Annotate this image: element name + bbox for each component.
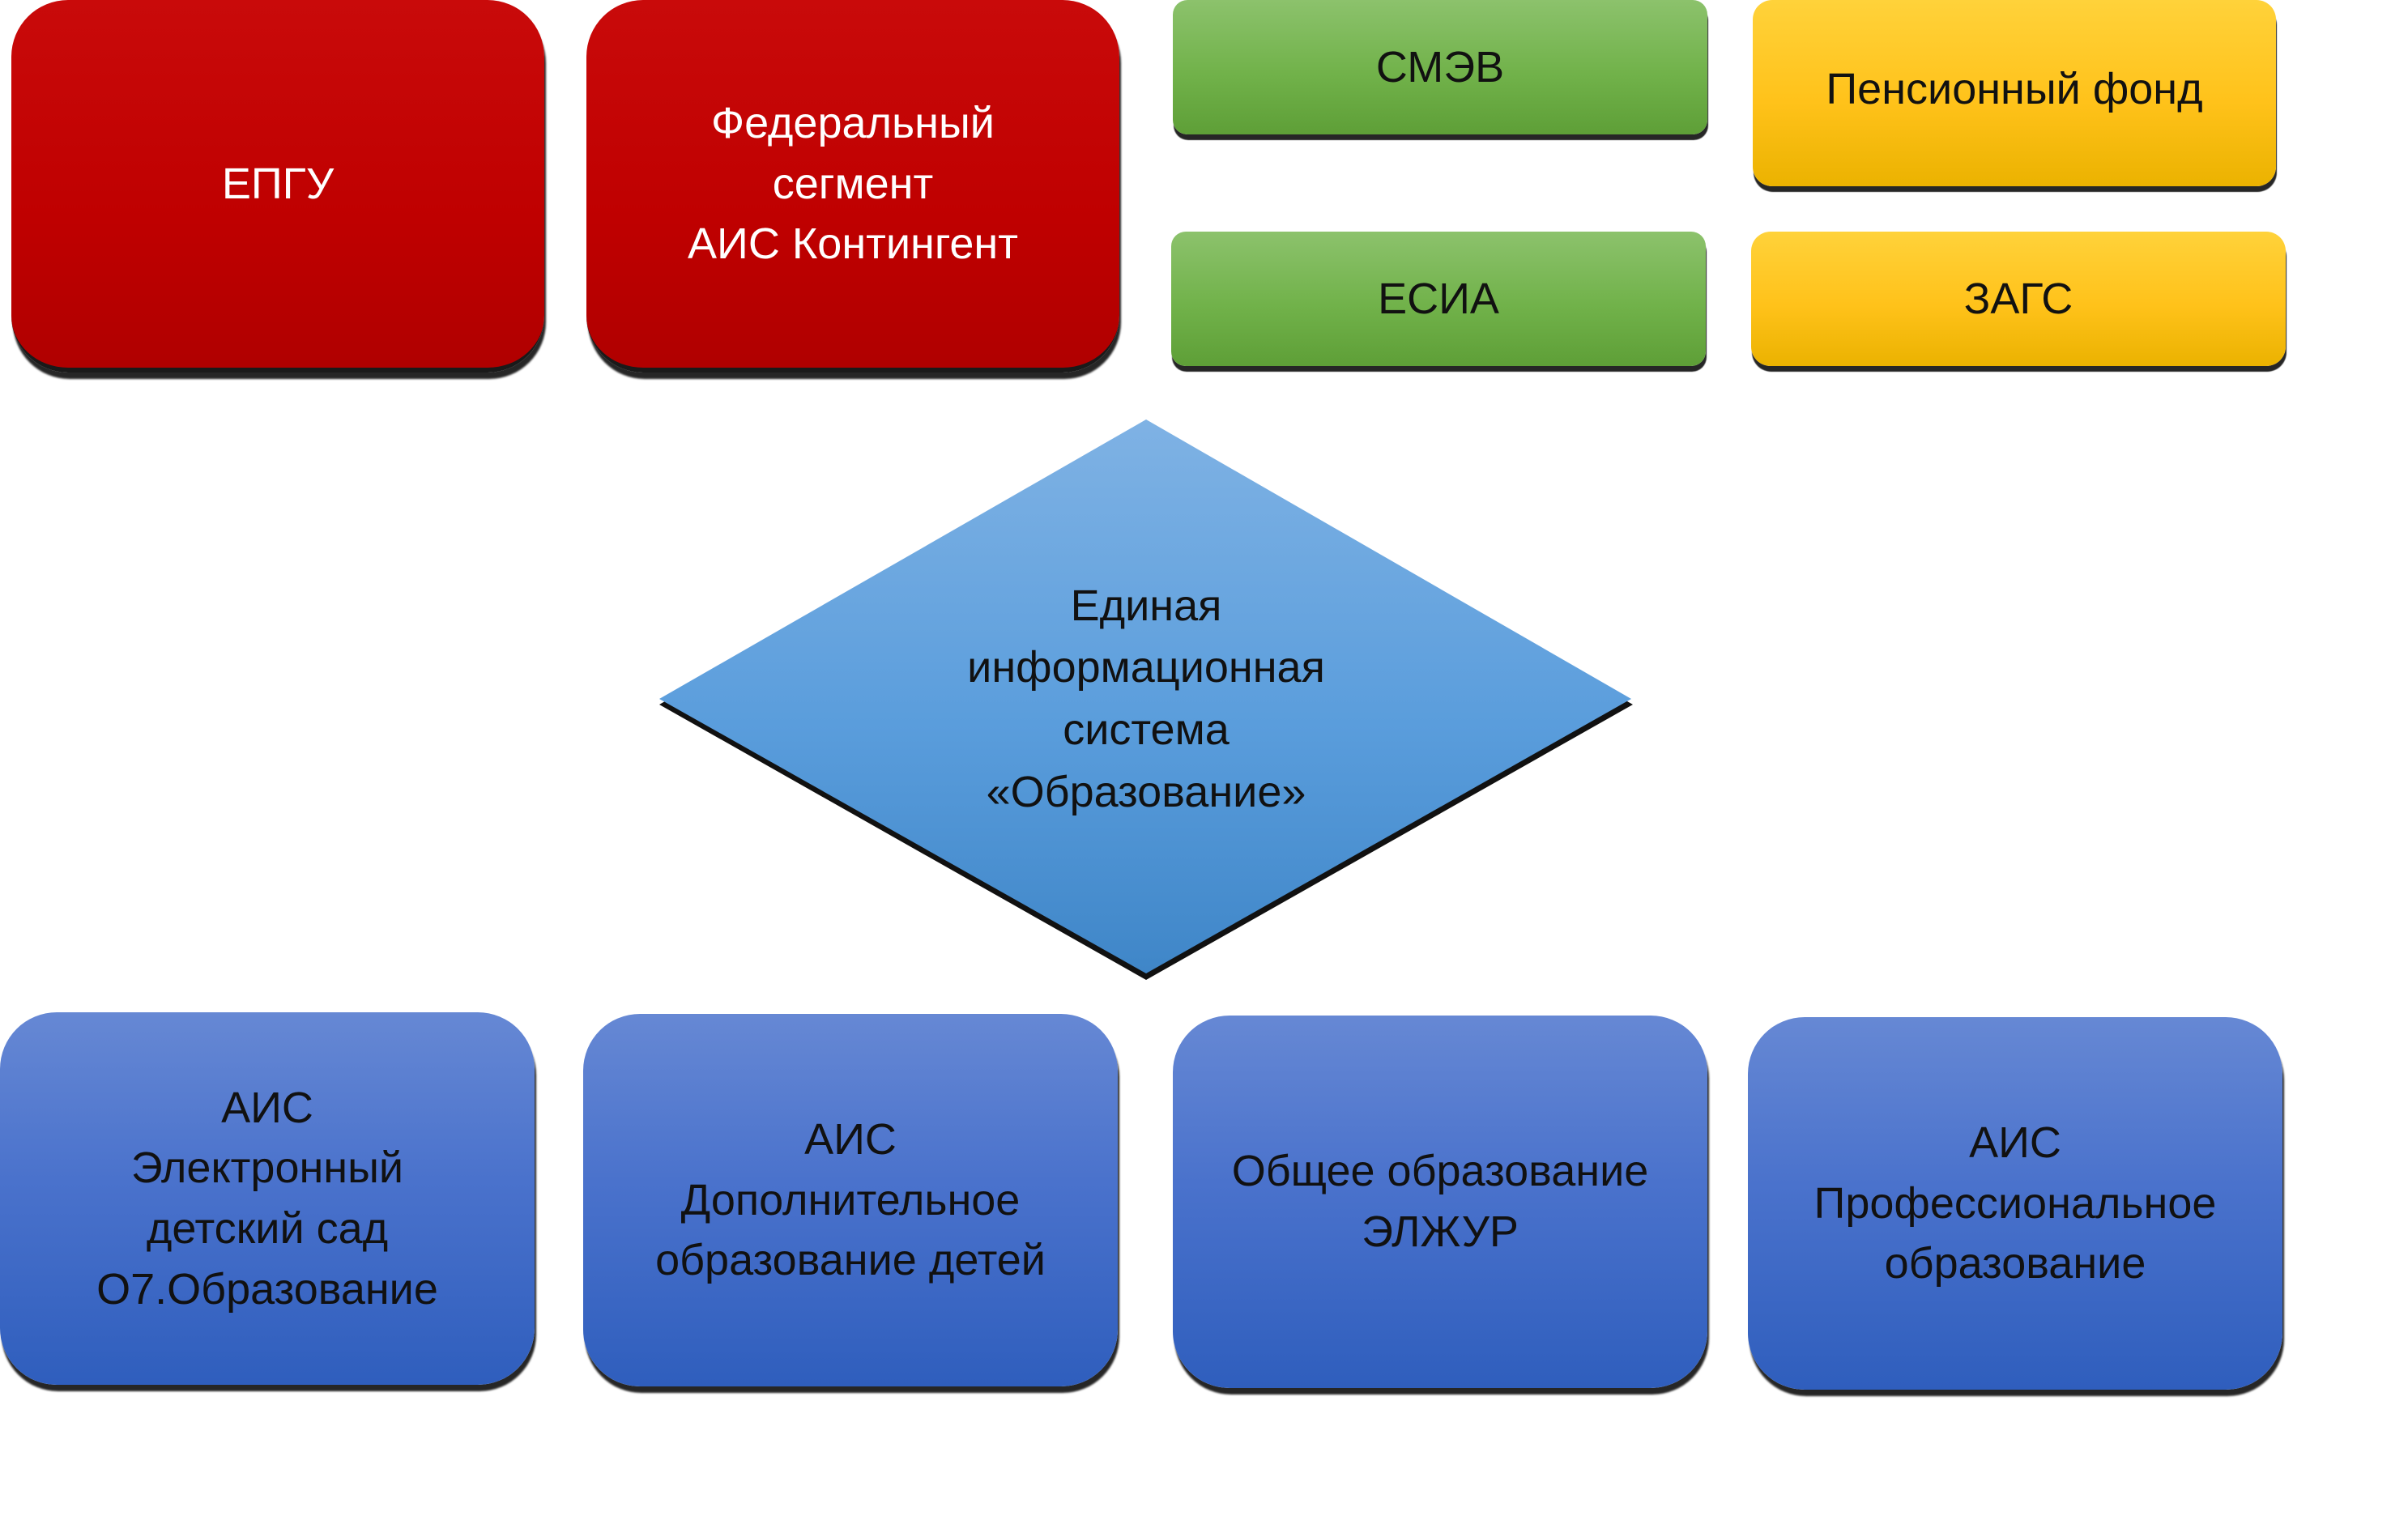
professional-education-label: АИС Профессиональное образование xyxy=(1813,1118,2217,1288)
general-education-box: Общее образование ЭЛЖУР xyxy=(1173,1016,1707,1388)
zags-label: ЗАГС xyxy=(1963,274,2073,323)
pension-fund-label: Пенсионный фонд xyxy=(1826,64,2203,113)
central-system-label: Единая информационная система «Образован… xyxy=(967,581,1325,816)
federal-segment-box: Федеральный сегмент АИС Контингент xyxy=(586,0,1119,373)
epgu-label: ЕПГУ xyxy=(221,159,335,208)
diamond-shape xyxy=(659,419,1633,980)
general-education-label: Общее образование ЭЛЖУР xyxy=(1231,1147,1649,1256)
central-system-diamond: Единая информационная система «Образован… xyxy=(656,419,1636,980)
additional-education-box: АИС Дополнительное образование детей xyxy=(583,1014,1118,1386)
smev-box: СМЭВ xyxy=(1173,0,1707,134)
pension-fund-box: Пенсионный фонд xyxy=(1753,0,2276,186)
kindergarten-box: АИС Электронный детский сад О7.Образован… xyxy=(0,1012,535,1385)
federal-segment-label: Федеральный сегмент АИС Контингент xyxy=(688,99,1018,269)
additional-education-label: АИС Дополнительное образование детей xyxy=(655,1115,1046,1285)
esia-box: ЕСИА xyxy=(1171,232,1706,366)
professional-education-box: АИС Профессиональное образование xyxy=(1748,1017,2282,1390)
smev-label: СМЭВ xyxy=(1375,42,1505,92)
zags-box: ЗАГС xyxy=(1751,232,2286,366)
epgu-box: ЕПГУ xyxy=(11,0,544,373)
kindergarten-label: АИС Электронный детский сад О7.Образован… xyxy=(96,1083,438,1314)
esia-label: ЕСИА xyxy=(1378,274,1499,323)
